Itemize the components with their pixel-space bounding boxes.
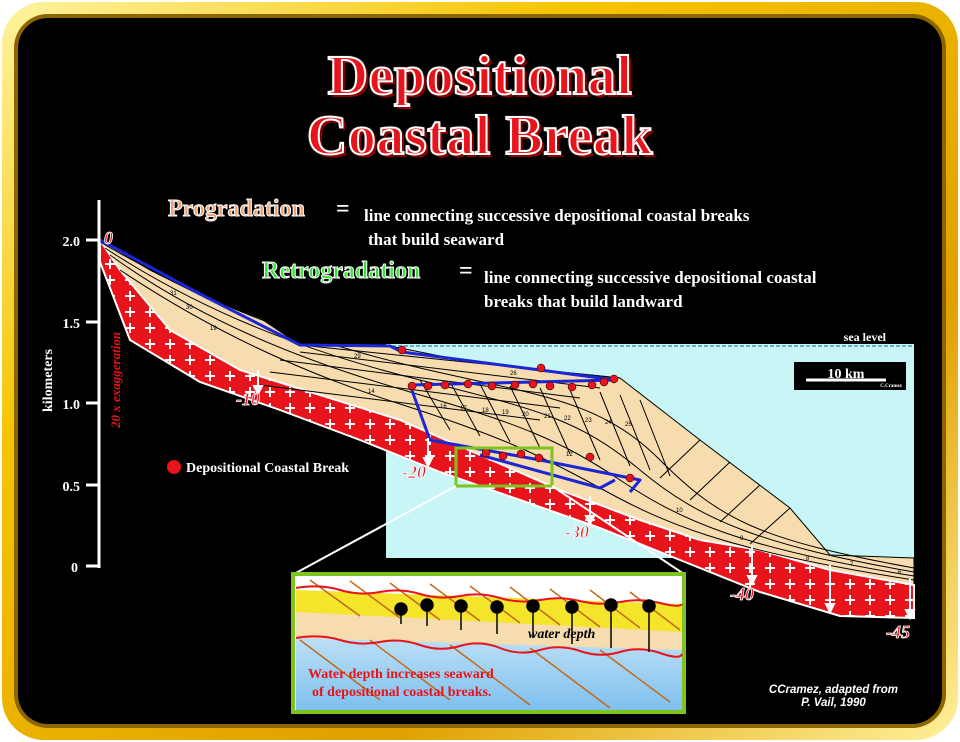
progradation-term: Progradation xyxy=(168,196,306,223)
y-axis xyxy=(86,200,101,568)
inset-caption-line1: Water depth increases seaward xyxy=(308,667,494,682)
sea-level-label: sea level xyxy=(844,330,887,344)
seq-number: 10 xyxy=(676,508,683,514)
depth-label-20: -20 xyxy=(402,462,426,482)
y-axis-title: kilometers xyxy=(41,348,56,412)
seq-number: 22 xyxy=(564,416,571,422)
progradation-desc-line1: line connecting successive depositional … xyxy=(364,206,750,225)
seq-number: 20 xyxy=(522,412,529,418)
scale-label: 10 km xyxy=(828,367,865,382)
title-line1: Depositional xyxy=(327,44,633,108)
inset-caption-line2: of depositional coastal breaks. xyxy=(312,685,491,700)
depth-label-30: -30 xyxy=(565,522,589,542)
progradation-equals: = xyxy=(336,196,350,222)
tick-label-2-0: 2.0 xyxy=(63,235,81,250)
seq-number: 19 xyxy=(502,410,509,416)
strata-lines xyxy=(99,241,915,581)
seq-number: 9 xyxy=(740,536,744,542)
credit-line1: CCramez, adapted from xyxy=(768,684,898,696)
legend-marker-icon xyxy=(167,460,181,474)
tick-label-1-0: 1.0 xyxy=(63,398,81,413)
zoom-line-left xyxy=(293,485,457,575)
coastal-break-markers xyxy=(397,345,635,483)
seq-number: 12 xyxy=(566,452,573,458)
retrogradation-desc-line2: breaks that build landward xyxy=(484,292,683,311)
seq-number: 6 xyxy=(898,570,902,576)
seq-number: 16 xyxy=(440,404,447,410)
basement xyxy=(99,236,915,620)
credit: CCramez, adapted from P. Vail, 1990 xyxy=(769,684,898,710)
inset-water-depth-label: water depth xyxy=(528,627,595,642)
retrogradation-term: Retrogradation xyxy=(261,258,421,285)
credit-line2: P. Vail, 1990 xyxy=(801,697,866,709)
depth-label-0: 0 xyxy=(104,228,113,248)
seq-number: 26 xyxy=(510,371,517,377)
depth-label-45: -45 xyxy=(886,622,910,642)
scale-credit: C.Cramez xyxy=(880,384,903,389)
depth-arrows xyxy=(252,370,916,621)
zoom-box xyxy=(454,446,554,488)
seq-number: 23 xyxy=(585,418,592,424)
seq-number: 31 xyxy=(170,291,177,297)
legend-marker-label: Depositional Coastal Break xyxy=(186,461,349,476)
progradation-desc-line2: that build seaward xyxy=(368,230,505,249)
tick-label-0: 0 xyxy=(71,561,78,576)
seq-number: 24 xyxy=(605,420,612,426)
zoom-line-right xyxy=(551,485,685,575)
seq-number: 18 xyxy=(482,408,489,414)
tick-label-0-5: 0.5 xyxy=(63,480,81,495)
seq-number: 14 xyxy=(368,389,375,395)
seq-number: 29 xyxy=(354,354,361,360)
seq-number: 21 xyxy=(544,414,551,420)
seq-number: 25 xyxy=(625,422,632,428)
title-line2: Coastal Break xyxy=(306,104,654,168)
retrogradation-desc-line1: line connecting successive depositional … xyxy=(484,268,817,287)
seq-number: 8 xyxy=(806,556,810,562)
depth-label-10: -10 xyxy=(236,389,260,409)
seq-number: 17 xyxy=(460,406,467,412)
exaggeration-label: 20 x exaggeration xyxy=(108,332,123,429)
seq-number: 7 xyxy=(850,562,854,568)
retrogradation-equals: = xyxy=(459,258,473,284)
depth-label-40: -40 xyxy=(730,584,754,604)
tick-label-1-5: 1.5 xyxy=(63,317,81,332)
seq-number: 19 xyxy=(210,326,217,332)
seq-number: 30 xyxy=(186,305,193,311)
scale-bar-box xyxy=(794,362,906,390)
inset-panel xyxy=(291,572,686,714)
